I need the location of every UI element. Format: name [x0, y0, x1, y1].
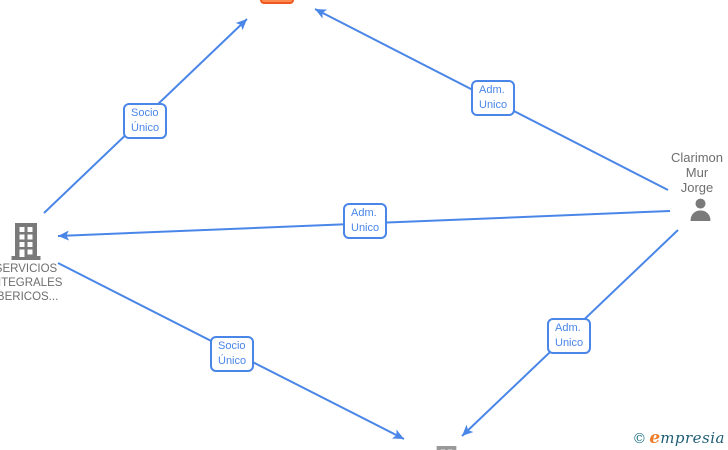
edge-label: Socio Único [210, 336, 255, 372]
watermark-brand: mpresia [660, 429, 725, 447]
empresia-watermark: ©empresia [632, 428, 725, 448]
node-bottom-company[interactable] [433, 446, 460, 450]
node-top-company[interactable] [260, 0, 294, 4]
person-icon [690, 198, 711, 221]
edge-label: Adm. Unico [471, 80, 516, 116]
company-name-label: SERVICIOS INTEGRALES IBERICOS... [0, 263, 63, 303]
watermark-brand-e: e [649, 428, 661, 448]
company-icon [11, 223, 41, 260]
edge-label: Adm. Unico [343, 203, 388, 239]
edge-label: Socio Único [123, 103, 168, 139]
copyright-icon: © [632, 431, 647, 447]
company-icon [436, 446, 457, 450]
edge-label: Adm. Unico [547, 318, 592, 354]
person-name-label: Clarimon Mur Jorge [670, 150, 724, 195]
node-left-company[interactable] [11, 223, 41, 266]
node-person[interactable] [688, 197, 713, 227]
